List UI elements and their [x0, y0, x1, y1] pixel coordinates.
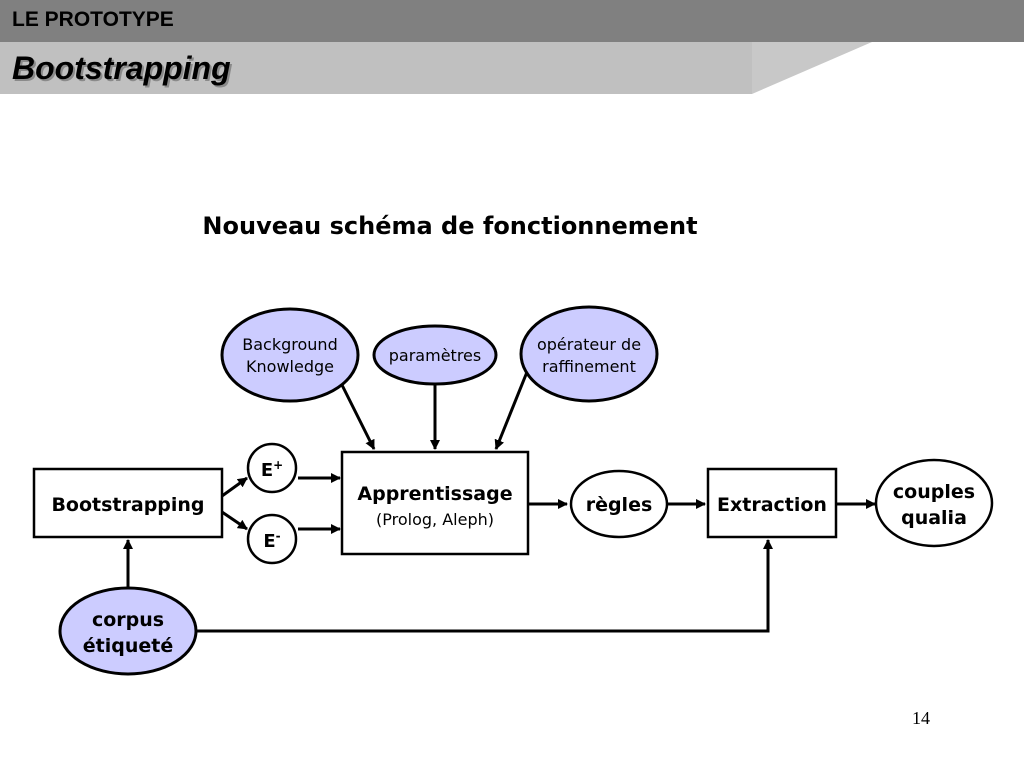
header-bar: [0, 0, 1024, 42]
apprentissage-box: Apprentissage (Prolog, Aleph): [340, 450, 530, 556]
bootstrapping-label: Bootstrapping: [51, 494, 204, 516]
operateur-label-line-2: raffinement: [542, 357, 636, 376]
page-number: 14: [912, 708, 930, 728]
parametres-label: paramètres: [389, 346, 481, 365]
title-band: [0, 42, 872, 94]
arrow-corpus-to-extraction: [196, 539, 773, 633]
operateur-label-line-1: opérateur de: [537, 335, 641, 354]
apprentissage-title: Apprentissage: [357, 483, 512, 505]
arrow-bootstrapping-to-eplus: [221, 476, 248, 498]
svg-text:E+: E+: [261, 458, 283, 481]
background-label-line-2: Knowledge: [246, 357, 334, 376]
e-minus-base: E: [263, 531, 275, 552]
apprentissage-subtitle: (Prolog, Aleph): [376, 510, 494, 529]
bootstrapping-box: Bootstrapping: [32, 467, 224, 539]
diagram-heading: Nouveau schéma de fonctionnement: [202, 212, 698, 240]
e-plus-node: E+: [246, 442, 298, 494]
couples-qualia-node: couples qualia: [874, 458, 994, 548]
parametres-node: paramètres: [372, 324, 498, 386]
e-minus-sup: -: [276, 529, 281, 543]
e-plus-base: E: [261, 460, 273, 481]
regles-label: règles: [586, 494, 653, 516]
svg-text:E-: E-: [263, 529, 280, 552]
couples-label-line-1: couples: [893, 481, 975, 503]
corpus-etiquete-node: corpus étiqueté: [58, 586, 198, 676]
arrow-bootstrapping-to-eminus: [221, 510, 248, 531]
operateur-node: opérateur de raffinement: [519, 305, 659, 403]
corpus-label-line-1: corpus: [92, 609, 164, 631]
corpus-label-line-2: étiqueté: [83, 635, 173, 657]
section-label: LE PROTOTYPE: [12, 8, 174, 31]
background-knowledge-node: Background Knowledge: [220, 307, 360, 403]
e-plus-sup: +: [273, 458, 283, 472]
background-label-line-1: Background: [242, 335, 337, 354]
extraction-box: Extraction: [706, 467, 838, 539]
extraction-label: Extraction: [717, 494, 827, 516]
e-minus-node: E-: [246, 513, 298, 565]
regles-node: règles: [569, 469, 669, 539]
slide-title: Bootstrapping: [12, 50, 231, 86]
arrow-background-to-apprentissage: [340, 384, 376, 450]
couples-label-line-2: qualia: [901, 507, 967, 529]
arrow-operateur-to-apprentissage: [494, 371, 529, 450]
